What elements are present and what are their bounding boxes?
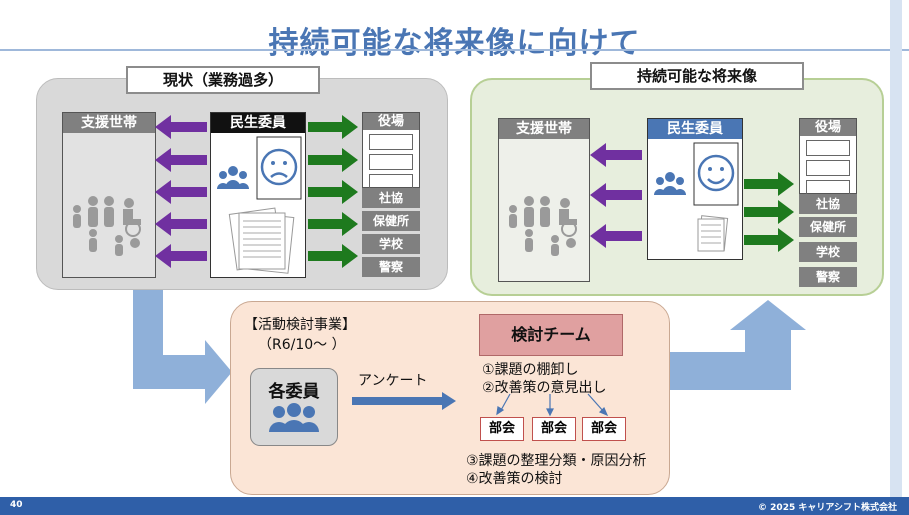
future-support-label: 支援世帯 — [499, 119, 589, 139]
future-office-box: 役場 — [799, 118, 857, 196]
flow-arrow-right — [668, 300, 806, 390]
right-edge-bar — [890, 0, 902, 497]
step-1: ①課題の棚卸し — [482, 362, 579, 378]
family-icon — [73, 196, 141, 256]
current-support-box: 支援世帯 — [62, 112, 156, 278]
subgroup-1: 部会 — [480, 417, 524, 441]
flow-arrow-left — [133, 285, 232, 404]
current-purple-arrows — [155, 115, 207, 268]
members-people-icon — [269, 403, 319, 432]
subgroup-3: 部会 — [582, 417, 626, 441]
current-office-box: 役場 — [362, 112, 420, 190]
future-office-label: 役場 — [800, 119, 856, 136]
team-box: 検討チーム — [479, 314, 623, 356]
project-title: 【活動検討事業】 — [244, 317, 356, 333]
steps-bottom: ③課題の整理分類・原因分析 ④改善策の検討 — [466, 452, 647, 488]
future-committee-illustration — [654, 142, 739, 252]
committee-illustration — [217, 136, 302, 274]
copyright: © 2025 キャリアシフト株式会社 — [758, 503, 897, 513]
title-underline — [0, 49, 909, 51]
future-committee-box: 民生委員 — [647, 118, 743, 260]
future-family-icon — [509, 196, 577, 256]
current-org-police: 警察 — [362, 257, 420, 277]
future-ribbon: 持続可能な将来像 — [590, 62, 804, 90]
project-period: （R6/10～ ） — [258, 337, 346, 353]
current-org-hokenjo: 保健所 — [362, 211, 420, 231]
members-box: 各委員 — [250, 368, 338, 446]
future-support-box: 支援世帯 — [498, 118, 590, 282]
subgroup-arrows — [496, 393, 609, 417]
future-org-police: 警察 — [799, 267, 857, 287]
future-org-school: 学校 — [799, 242, 857, 262]
future-org-hokenjo: 保健所 — [799, 217, 857, 237]
step-3: ③課題の整理分類・原因分析 — [466, 453, 647, 469]
page-number: 40 — [10, 500, 23, 510]
future-org-shakyo: 社協 — [799, 194, 857, 214]
page-title: 持続可能な将来像に向けて — [268, 26, 641, 61]
steps-top: ①課題の棚卸し ②改善策の意見出し — [482, 361, 607, 397]
step-4: ④改善策の検討 — [466, 471, 563, 487]
happy-face-icon — [697, 154, 735, 192]
current-support-label: 支援世帯 — [63, 113, 155, 133]
current-green-arrows — [308, 115, 358, 268]
footer-bar — [0, 497, 909, 515]
current-ribbon: 現状（業務過多） — [126, 66, 320, 94]
current-org-shakyo: 社協 — [362, 188, 420, 208]
paper-stack-icon — [228, 207, 295, 274]
future-people-icon — [654, 172, 686, 195]
current-committee-label: 民生委員 — [211, 113, 305, 133]
small-paper-icon — [697, 215, 729, 252]
subgroup-2: 部会 — [532, 417, 576, 441]
members-label: 各委員 — [268, 382, 320, 402]
future-purple-arrows — [590, 143, 642, 248]
current-committee-box: 民生委員 — [210, 112, 306, 278]
current-office-label: 役場 — [363, 113, 419, 130]
future-committee-label: 民生委員 — [648, 119, 742, 139]
survey-arrow — [352, 392, 456, 410]
current-org-school: 学校 — [362, 234, 420, 254]
survey-label: アンケート — [358, 373, 428, 389]
step-2: ②改善策の意見出し — [482, 380, 607, 396]
future-green-arrows — [744, 172, 794, 252]
sad-face-icon — [260, 148, 298, 186]
people-icon — [217, 166, 249, 189]
